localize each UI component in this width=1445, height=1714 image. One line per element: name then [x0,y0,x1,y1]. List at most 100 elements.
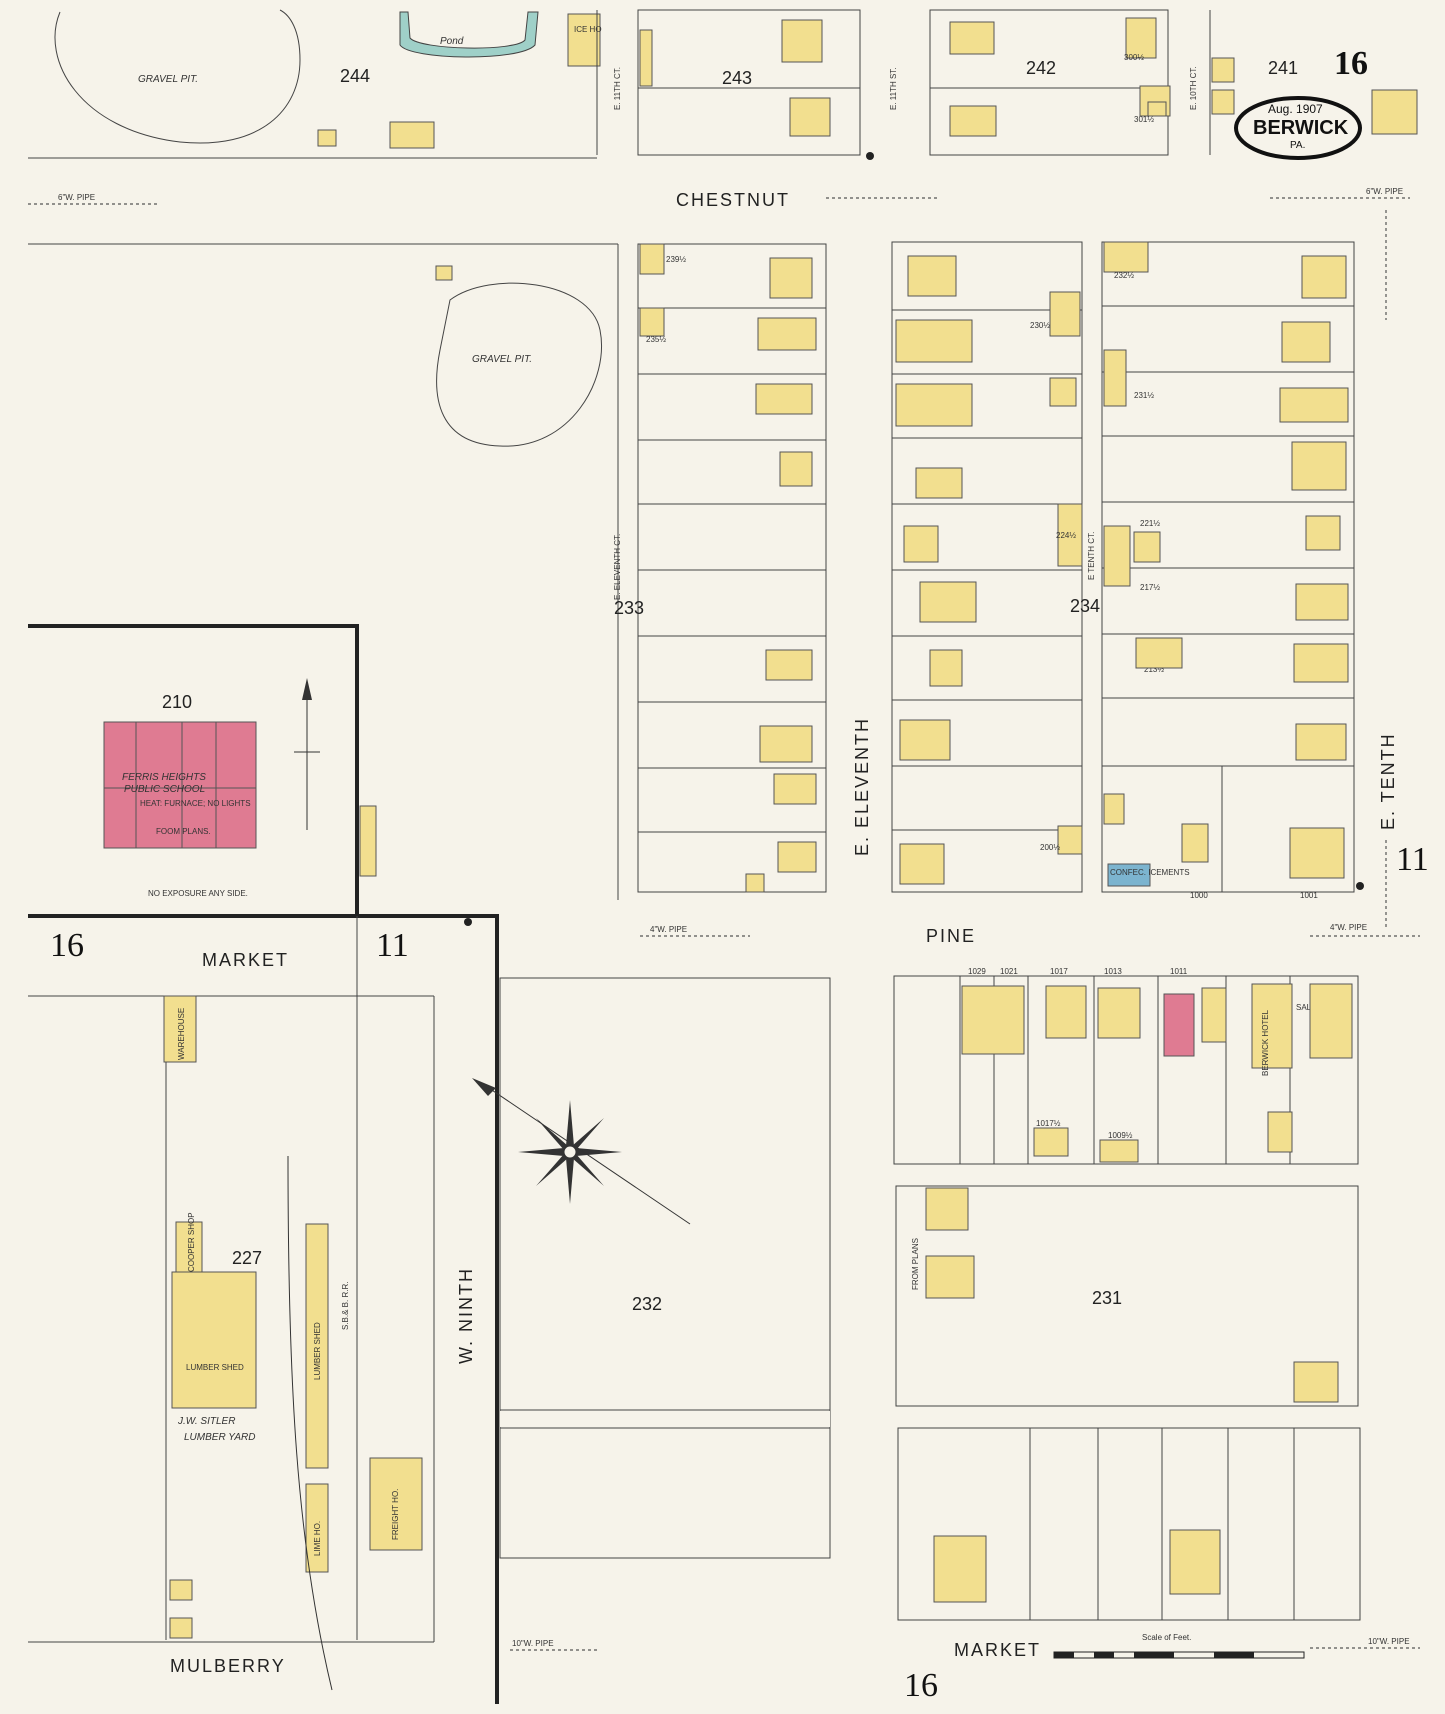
block-232-num: 232 [632,1294,662,1314]
dwelling [907,255,957,297]
address-1001: 1001 [1300,891,1318,900]
from-plans-label: FROM PLANS [911,1238,920,1290]
outbuilding [1133,531,1161,563]
lumber-yard-2: LUMBER YARD [184,1432,256,1443]
street-e11th-ct-top: E. 11TH CT. [613,67,622,110]
gravel-pit-top [54,9,301,144]
sal-label: SAL. [1296,1003,1313,1012]
dwelling [769,257,813,299]
address-221h: 221½ [1140,519,1160,528]
dwelling [1305,515,1341,551]
block-234-west-outline [891,241,1083,893]
pipe-bottom: 10"W. PIPE [512,1639,554,1648]
street-e-tenth-ct: E TENTH CT. [1087,532,1096,580]
school-note: HEAT: FURNACE; NO LIGHTS [140,799,251,808]
dwelling [389,121,435,149]
dwelling [1045,985,1087,1039]
block-232: 232 [499,977,831,1559]
dwelling [899,719,951,761]
outbuilding [1103,793,1125,825]
outbuilding [639,29,653,87]
bottom-streets: MULBERRY 10"W. PIPE 16 MARKET Scale of F… [170,1633,1420,1704]
address-217h: 217½ [1140,583,1160,592]
outbuilding [169,1579,193,1601]
pine-street: 4"W. PIPE PINE 4"W. PIPE [640,923,1420,946]
block-241: 241 [1268,58,1298,78]
block-242: 242 [1026,58,1056,78]
scale-bar [1053,1651,1305,1659]
lime-ho-label: LIME HO. [313,1521,322,1556]
cooper-shop-label: COOPER SHOP [187,1212,196,1272]
street-w-ninth: W. NINTH [456,1267,476,1364]
dwelling [755,383,813,415]
street-market-left: MARKET [202,950,289,970]
street-pine: PINE [926,926,976,946]
outbuilding [1211,89,1235,115]
pipe-label: 6"W. PIPE [58,193,95,202]
warehouse-label: WAREHOUSE [177,1008,186,1060]
brick-building [1163,993,1195,1057]
outbuilding [1211,57,1235,83]
outbuilding [1099,1139,1139,1163]
confec-label: CONFEC. ICEMENTS [1110,868,1190,877]
lower-east-outline [897,1427,1361,1621]
dwelling [789,97,831,137]
dwelling [933,1535,987,1603]
outbuilding [1267,1111,1293,1153]
block-231-num: 231 [1092,1288,1122,1308]
dwelling [777,841,817,873]
double-dwelling [925,1255,975,1299]
double-dwelling [961,985,1025,1055]
gravel-pit-middle [436,282,602,447]
ferris-heights-public-school [103,721,257,849]
lumber-yard-1: J.W. SITLER [177,1416,235,1427]
lime-house [305,1483,329,1573]
street-e-eleventh-ct: E. ELEVENTH CT. [613,534,622,600]
dwelling [915,467,963,499]
address-1009h: 1009½ [1108,1131,1133,1140]
dwelling [1371,89,1418,135]
pipe-bottom-right: 10"W. PIPE [1368,1637,1410,1646]
dwelling [899,843,945,885]
dwelling [1201,987,1227,1043]
ice-house-label: ICE HO [574,25,602,34]
address-200h: 200½ [1040,843,1060,852]
sheet-ref-right: 11 [1396,841,1429,878]
street-chestnut: CHESTNUT [676,190,790,210]
dwelling [903,525,939,563]
block-243-outline [637,9,861,156]
dwelling [949,105,997,137]
pond-label: Pond [440,36,464,47]
street-mulberry: MULBERRY [170,1656,286,1676]
lumber-shed-long [305,1223,329,1469]
outbuilding [1057,825,1083,855]
title-date: Aug. 1907 [1268,102,1323,116]
outbuilding [745,873,765,893]
block-233: 239½ 235½ E. ELEVENTH CT. 233 [613,243,827,893]
outbuilding [1147,101,1167,117]
dwelling [1301,255,1347,299]
address-1017: 1017 [1050,967,1068,976]
outbuilding [435,265,453,281]
street-e10th-ct-top: E. 10TH CT. [1189,66,1198,110]
dwelling [757,317,817,351]
lumber-shed-2-label: LUMBER SHED [313,1322,322,1380]
pond-shape [399,11,539,58]
upper-left-lot: GRAVEL PIT. [28,243,619,900]
lower-east-block [897,1427,1361,1621]
block-234-num: 234 [1070,596,1100,616]
block-232-outline [499,977,831,1559]
compass-rose-icon [472,1078,691,1225]
outbuilding [1103,525,1131,587]
gravel-pit-middle-label: GRAVEL PIT. [472,354,532,365]
gravel-pit-label: GRAVEL PIT. [138,74,198,85]
outbuilding [1103,241,1149,273]
outbuilding [1103,349,1127,407]
school-name-1: FERRIS HEIGHTS [122,772,206,783]
outbuilding [359,805,377,877]
freight-ho-label: FREIGHT HO. [391,1489,400,1540]
pine-south-block: 1029 1021 1017 1013 1011 BERWICK HOTEL S… [893,967,1359,1165]
school-frame: FOOM PLANS. [156,827,211,836]
street-e-tenth: E. TENTH [1378,732,1398,830]
west-market-area: 16 11 MARKET WAREHOUSE COOPER SHOP LUMBE… [28,914,499,1704]
